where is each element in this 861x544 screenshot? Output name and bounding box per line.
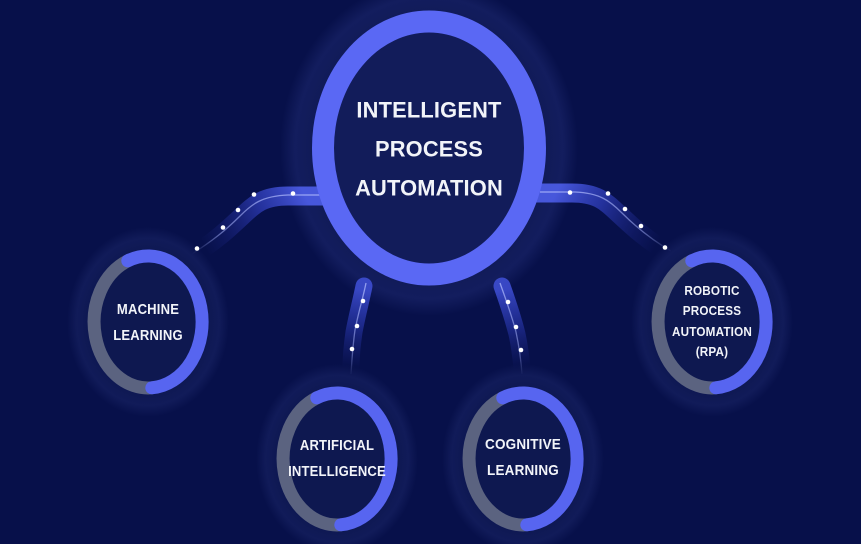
connector-line (499, 282, 523, 375)
label-line: LEARNING (113, 328, 183, 344)
label-line: AUTOMATION (355, 175, 503, 201)
label-line: COGNITIVE (485, 436, 561, 453)
node-ring-gray-arc (651, 254, 723, 395)
node-label-artificial-intelligence: ARTIFICIAL INTELLIGENCE (288, 433, 386, 485)
node-fill (289, 399, 385, 519)
connector-cognitive-learning (493, 277, 531, 377)
node-fill (664, 262, 760, 382)
center-node-fill (333, 32, 525, 264)
connector-dots (505, 299, 524, 353)
label-line: PROCESS (682, 303, 742, 319)
node-label-rpa: ROBOTIC PROCESS AUTOMATION (RPA) (672, 281, 752, 363)
connector-machine-learning (191, 186, 342, 259)
label-line: ROBOTIC (684, 283, 740, 299)
node-ring-blue-arc (310, 386, 398, 532)
node-ring-gray-arc (276, 391, 348, 532)
node-fill (100, 262, 196, 382)
node-circle-artificial-intelligence (276, 386, 398, 532)
label-line: MACHINE (116, 302, 180, 318)
connector-band (342, 277, 373, 377)
connector-dots (194, 191, 296, 251)
center-node-circle (312, 10, 546, 286)
center-node-ring (312, 10, 546, 286)
connector-line (350, 282, 367, 375)
label-line: INTELLIGENT (356, 97, 502, 123)
connector-line (191, 194, 320, 255)
connector-band (518, 183, 668, 256)
label-line: ARTIFICIAL (299, 438, 375, 454)
node-circle-machine-learning (87, 249, 209, 395)
node-ring-gray-arc (462, 391, 534, 532)
node-ring-gray-arc (87, 254, 159, 395)
connector-dots (567, 190, 668, 250)
label-line: LEARNING (487, 462, 559, 479)
node-label-cognitive-learning: COGNITIVE LEARNING (485, 432, 561, 484)
node-ring-blue-arc (121, 249, 209, 395)
node-circle-rpa (651, 249, 773, 395)
label-line: (RPA) (695, 344, 729, 360)
connector-line (540, 191, 672, 252)
connector-band (192, 186, 342, 259)
label-line: INTELLIGENCE (288, 464, 386, 480)
connector-rpa (518, 183, 672, 256)
label-line: AUTOMATION (671, 324, 753, 339)
label-line: PROCESS (374, 136, 484, 162)
node-ring-blue-arc (685, 249, 773, 395)
center-node-label: INTELLIGENT PROCESS AUTOMATION (355, 91, 503, 208)
node-ring-blue-arc (496, 386, 584, 532)
node-circle-cognitive-learning (462, 386, 584, 532)
connector-dots (349, 298, 366, 352)
node-fill (475, 399, 571, 519)
node-label-machine-learning: MACHINE LEARNING (113, 297, 183, 349)
connector-artificial-intelligence (342, 277, 373, 377)
